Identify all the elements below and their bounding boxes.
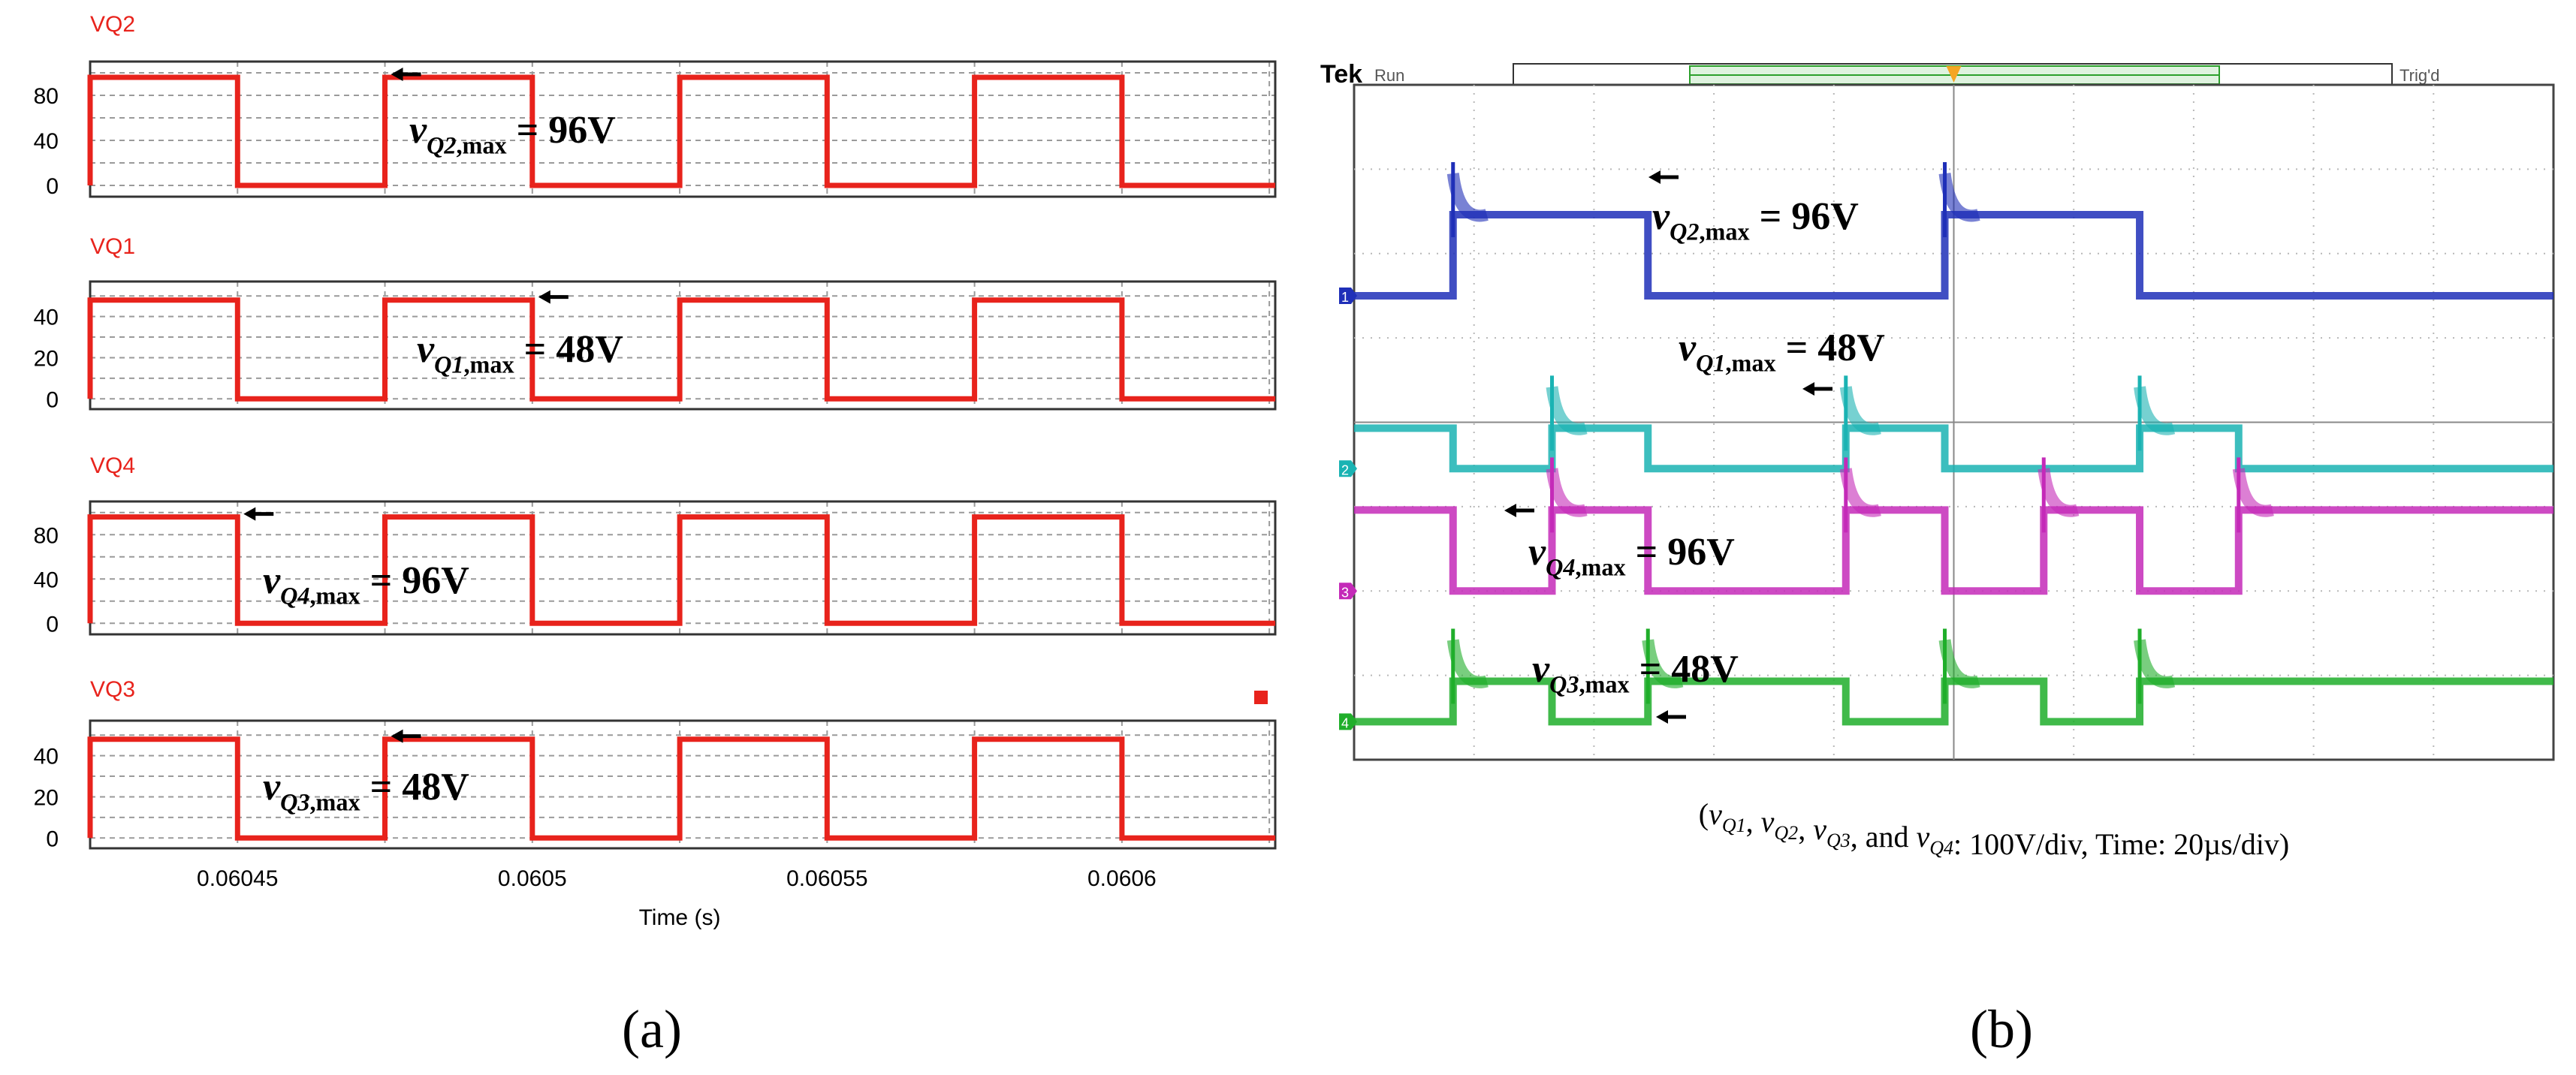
trace-band bbox=[1354, 506, 2553, 595]
channel-marker: 1 bbox=[1339, 287, 1357, 305]
scope-status-run: Run bbox=[1374, 66, 1404, 85]
waveform-vq1 bbox=[87, 297, 1275, 402]
channel-marker-shape bbox=[1339, 460, 1357, 477]
max-arrow bbox=[1802, 382, 1832, 396]
annotation-vq4: vQ4,max = 96V bbox=[263, 559, 469, 610]
max-arrow bbox=[1504, 504, 1534, 517]
max-arrow bbox=[243, 507, 274, 521]
subplot-vq4: VQ4 0 40 80 vQ4,max = 96V bbox=[34, 453, 1277, 637]
panel-label-a: (a) bbox=[622, 999, 682, 1059]
x-axis-label: Time (s) bbox=[639, 905, 721, 930]
y-tick-label: 0 bbox=[46, 387, 59, 412]
marker-square bbox=[1254, 691, 1268, 704]
trace-vq4: 3 vQ4,max = 96V bbox=[1339, 457, 2553, 600]
x-tick-label: 0.06055 bbox=[786, 866, 867, 891]
channel-marker-shape bbox=[1339, 583, 1357, 600]
x-tick-label: 0.0605 bbox=[498, 866, 567, 891]
max-arrow-head bbox=[391, 68, 403, 81]
max-arrow-head bbox=[1802, 382, 1814, 396]
max-arrow-head bbox=[1504, 504, 1516, 517]
scope-caption: (vQ1, vQ2, vQ3, and vQ4: 100V/div, Time:… bbox=[1699, 797, 2289, 861]
annotation-vq1: vQ1,max = 48V bbox=[1679, 327, 1885, 377]
subplot-vq1: VQ1 0 20 40 vQ1,max = 48V bbox=[34, 234, 1277, 412]
y-tick-label: 40 bbox=[34, 745, 59, 769]
simulation-panel: VQ2 0 40 80 vQ2,max = 96V VQ1 0 20 40 vQ1,max = 4… bbox=[34, 12, 1277, 930]
channel-marker-shape bbox=[1339, 713, 1357, 730]
max-arrow-head bbox=[243, 507, 256, 521]
y-tick-label: 80 bbox=[34, 523, 59, 548]
y-tick-label: 20 bbox=[34, 346, 59, 371]
scope-grid bbox=[1354, 85, 2553, 760]
y-tick-label: 40 bbox=[34, 568, 59, 592]
y-tick-label: 40 bbox=[34, 129, 59, 154]
waveform-vq2 bbox=[87, 74, 1275, 188]
trace-band bbox=[1354, 211, 2553, 300]
annotation-vq2: vQ2,max = 96V bbox=[409, 109, 616, 159]
panel-labels: (a) (b) bbox=[622, 999, 2033, 1059]
max-arrow bbox=[1648, 170, 1679, 184]
channel-marker-label: 3 bbox=[1341, 585, 1349, 600]
trace-vq1: 2 vQ1,max = 48V bbox=[1339, 327, 2553, 477]
subplot-title: VQ3 bbox=[90, 677, 135, 702]
y-tick-label: 80 bbox=[34, 84, 59, 109]
channel-marker: 4 bbox=[1339, 713, 1357, 730]
plot-frame bbox=[89, 60, 1277, 198]
scope-status-trig: Trig'd bbox=[2400, 66, 2440, 85]
subplot-title: VQ4 bbox=[90, 453, 135, 478]
annotation-vq2: vQ2,max = 96V bbox=[1652, 195, 1859, 245]
annotation-vq4: vQ4,max = 96V bbox=[1528, 531, 1735, 581]
y-tick-label: 0 bbox=[46, 827, 59, 851]
y-tick-label: 20 bbox=[34, 785, 59, 810]
max-arrow bbox=[538, 290, 569, 304]
trace-vq3: 4 vQ3,max = 48V bbox=[1339, 628, 2553, 730]
subplot-vq2: VQ2 0 40 80 vQ2,max = 96V bbox=[34, 12, 1277, 199]
channel-marker-label: 1 bbox=[1341, 290, 1349, 305]
channel-marker-shape bbox=[1339, 287, 1357, 304]
annotation-vq3: vQ3,max = 48V bbox=[1532, 648, 1739, 698]
channel-marker: 3 bbox=[1339, 583, 1357, 600]
channel-marker-label: 2 bbox=[1341, 462, 1349, 477]
trace-vq2: 1 vQ2,max = 96V bbox=[1339, 162, 2553, 305]
max-arrow bbox=[1656, 710, 1686, 724]
waveform-vq3 bbox=[87, 736, 1275, 841]
y-tick-label: 0 bbox=[46, 612, 59, 637]
waveform-vq4 bbox=[87, 514, 1275, 626]
y-tick-label: 0 bbox=[46, 174, 59, 199]
channel-marker-label: 4 bbox=[1341, 715, 1349, 730]
x-tick-label: 0.06045 bbox=[197, 866, 278, 891]
max-arrow-head bbox=[538, 290, 550, 304]
max-arrow-head bbox=[1648, 170, 1661, 184]
annotation-vq3: vQ3,max = 48V bbox=[263, 766, 469, 816]
max-arrow-head bbox=[391, 729, 403, 743]
subplot-vq3: VQ3 0 20 40 vQ3,max = 48V bbox=[34, 677, 1277, 851]
trigger-marker bbox=[1946, 66, 1962, 83]
max-arrow bbox=[391, 68, 421, 81]
panel-label-b: (b) bbox=[1970, 999, 2033, 1059]
subplot-title: VQ1 bbox=[90, 234, 135, 259]
trace-band bbox=[1354, 677, 2553, 726]
y-tick-label: 40 bbox=[34, 306, 59, 330]
max-arrow bbox=[391, 729, 421, 743]
x-tick-label: 0.0606 bbox=[1087, 866, 1157, 891]
annotation-vq1: vQ1,max = 48V bbox=[417, 328, 623, 378]
subplot-title: VQ2 bbox=[90, 12, 135, 37]
channel-marker: 2 bbox=[1339, 460, 1357, 477]
max-arrow-head bbox=[1656, 710, 1668, 724]
